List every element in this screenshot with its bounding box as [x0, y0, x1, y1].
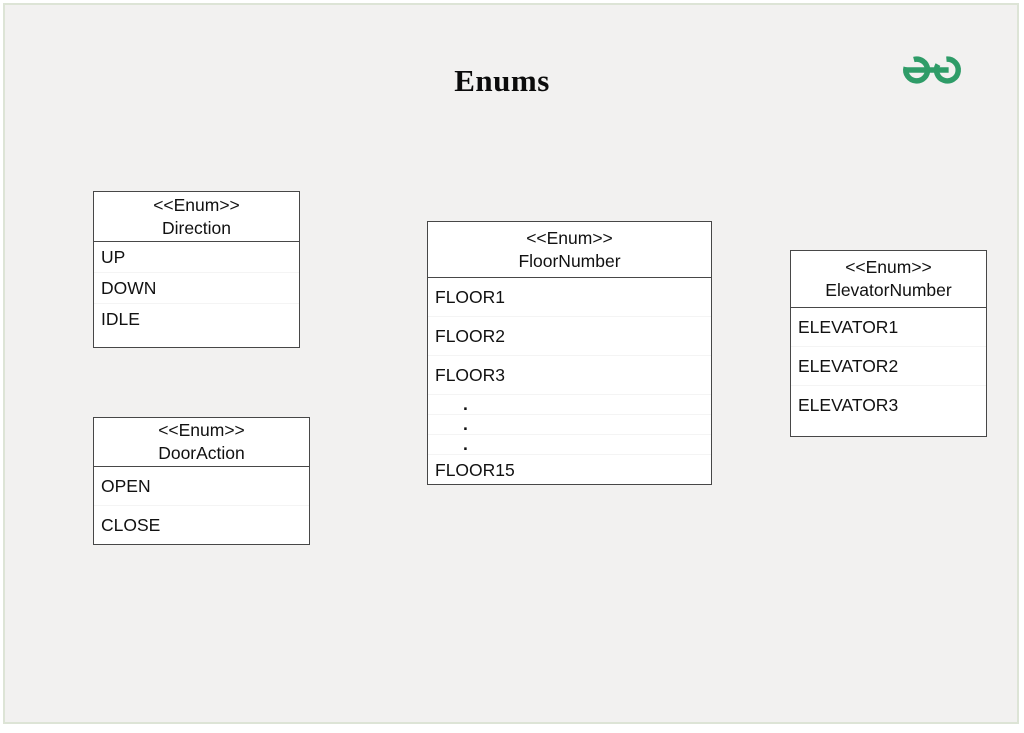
- enum-values-direction: UP DOWN IDLE: [94, 242, 299, 335]
- enum-stereotype: <<Enum>>: [845, 257, 932, 277]
- enum-name: Direction: [161, 217, 232, 238]
- enum-value: DOWN: [94, 273, 299, 304]
- enum-ellipsis-dot: .: [428, 414, 711, 435]
- enum-value: FLOOR3: [428, 356, 711, 395]
- enum-values-dooraction: OPEN CLOSE: [94, 467, 309, 545]
- enum-value: FLOOR1: [428, 278, 711, 317]
- enum-header-direction: <<Enum>> Direction: [94, 192, 299, 242]
- enum-value: ELEVATOR3: [798, 395, 899, 415]
- geeksforgeeks-logo-svg: [903, 56, 961, 84]
- enum-box-direction: <<Enum>> Direction UP DOWN IDLE: [93, 191, 300, 348]
- enum-value: FLOOR2: [428, 317, 711, 356]
- logo-left-g: [903, 56, 931, 84]
- enum-value: FLOOR15: [435, 460, 515, 480]
- enum-ellipsis-dot: .: [428, 394, 711, 415]
- enum-stereotype: <<Enum>>: [158, 420, 245, 440]
- enum-name: DoorAction: [158, 443, 245, 463]
- enum-value: IDLE: [101, 309, 140, 329]
- enum-header-floornumber: <<Enum>> FloorNumber: [428, 222, 711, 278]
- enum-box-floornumber: <<Enum>> FloorNumber FLOOR1 FLOOR2 FLOOR…: [427, 221, 712, 485]
- enum-name: ElevatorNumber: [825, 280, 952, 300]
- enum-values-floornumber: FLOOR1 FLOOR2 FLOOR3 . . . FLOOR15: [428, 278, 711, 486]
- enum-stereotype: <<Enum>>: [526, 227, 613, 248]
- page-title: Enums: [454, 63, 550, 98]
- enum-box-dooraction: <<Enum>> DoorAction OPEN CLOSE: [93, 417, 310, 545]
- enum-value: OPEN: [94, 467, 309, 506]
- enum-stereotype: <<Enum>>: [153, 194, 240, 215]
- enum-header-dooraction: <<Enum>> DoorAction: [94, 418, 309, 467]
- enum-ellipsis-dot: .: [428, 434, 711, 455]
- enum-value: ELEVATOR2: [791, 347, 986, 386]
- enum-value: CLOSE: [101, 515, 161, 535]
- geeksforgeeks-logo-icon: [900, 49, 964, 91]
- enum-values-elevatornumber: ELEVATOR1 ELEVATOR2 ELEVATOR3: [791, 308, 986, 425]
- enum-box-elevatornumber: <<Enum>> ElevatorNumber ELEVATOR1 ELEVAT…: [790, 250, 987, 437]
- enum-name: FloorNumber: [518, 250, 621, 271]
- enum-header-elevatornumber: <<Enum>> ElevatorNumber: [791, 251, 986, 308]
- diagram-canvas: Enums <<Enum>> Direction UP DOWN IDLE <<…: [3, 3, 1019, 724]
- enum-value: UP: [94, 242, 299, 273]
- enum-value: ELEVATOR1: [791, 308, 986, 347]
